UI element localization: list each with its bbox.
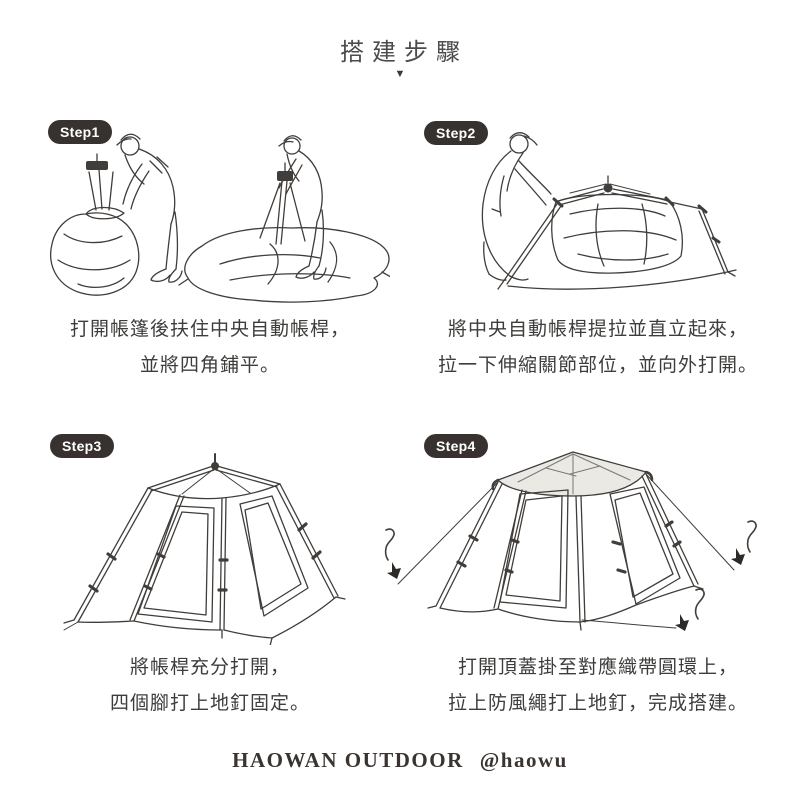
step2-badge: Step2 bbox=[424, 121, 488, 145]
step3-caption-line1: 將帳桿充分打開， bbox=[129, 657, 290, 678]
step4-caption: 打開頂蓋掛至對應織帶圓環上， 拉上防風繩打上地釘，完成搭建。 bbox=[418, 650, 778, 722]
step2-caption: 將中央自動帳桿提拉並直立起來， 拉一下伸縮關節部位，並向外打開。 bbox=[418, 312, 778, 384]
step1-caption-line2: 並將四角鋪平。 bbox=[139, 355, 280, 376]
brand-handle: @haowu bbox=[479, 748, 568, 772]
down-triangle-icon: ▼ bbox=[394, 68, 406, 80]
brand-footer: HAOWAN OUTDOOR @haowu bbox=[0, 748, 800, 773]
step1-caption-line1: 打開帳篷後扶住中央自動帳桿， bbox=[69, 319, 350, 340]
step2-illustration bbox=[481, 132, 737, 290]
step1-illustration bbox=[50, 133, 390, 303]
step3-caption-line2: 四個腳打上地釘固定。 bbox=[109, 693, 310, 714]
step3-caption: 將帳桿充分打開， 四個腳打上地釘固定。 bbox=[30, 650, 390, 722]
step2-section: Step2 bbox=[418, 112, 778, 412]
step1-badge: Step1 bbox=[48, 120, 112, 144]
step4-caption-line1: 打開頂蓋掛至對應織帶圓環上， bbox=[457, 657, 738, 678]
step3-badge: Step3 bbox=[50, 434, 114, 458]
step2-caption-line1: 將中央自動帳桿提拉並直立起來， bbox=[447, 319, 748, 340]
step4-caption-line2: 拉上防風繩打上地釘，完成搭建。 bbox=[447, 693, 748, 714]
step1-caption: 打開帳篷後扶住中央自動帳桿， 並將四角鋪平。 bbox=[30, 312, 390, 384]
step4-illustration bbox=[384, 451, 757, 631]
step1-section: Step1 bbox=[30, 112, 390, 412]
step3-section: Step3 bbox=[30, 428, 390, 748]
step2-caption-line2: 拉一下伸縮關節部位，並向外打開。 bbox=[437, 355, 758, 376]
brand-name: HAOWAN OUTDOOR bbox=[232, 748, 464, 772]
step4-badge: Step4 bbox=[424, 434, 488, 458]
step4-section: Step4 bbox=[384, 428, 778, 748]
step3-illustration bbox=[63, 453, 346, 645]
page-title: 搭建步驟 bbox=[340, 39, 468, 66]
